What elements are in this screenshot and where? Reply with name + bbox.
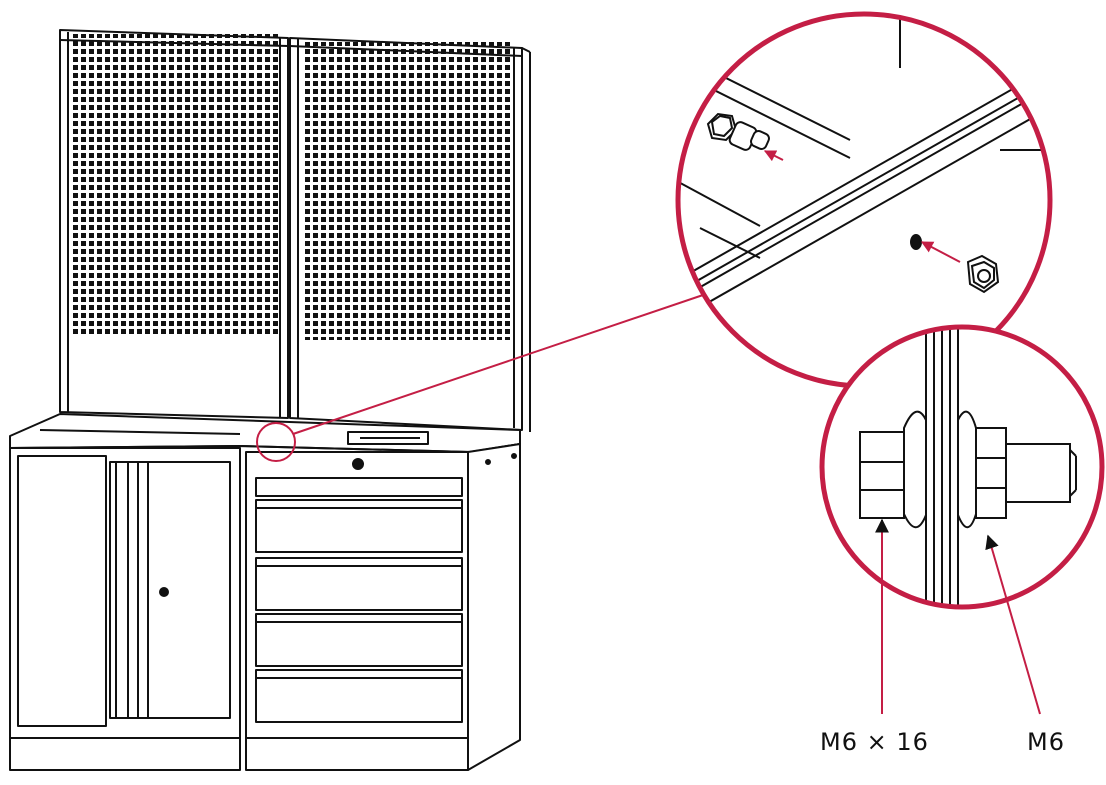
label-bolt-size: M6 × 16: [820, 728, 929, 756]
arrow-bolt: [763, 150, 784, 162]
pegboard-right: [289, 37, 531, 432]
detail-view-top: [675, 11, 1053, 389]
detail-marker-circle: [256, 422, 296, 462]
callout-arrow-nut: [985, 534, 999, 551]
drawer-cabinet: [245, 443, 521, 771]
label-nut-size: M6: [1027, 728, 1065, 756]
callout-line-nut: [989, 541, 1041, 715]
leader-line-top: [292, 293, 707, 435]
workbench: [9, 29, 531, 771]
left-cabinet: [9, 447, 241, 771]
pegboard-left: [59, 29, 289, 419]
arrow-nut: [920, 241, 961, 263]
detail-view-bottom: [819, 324, 1105, 610]
